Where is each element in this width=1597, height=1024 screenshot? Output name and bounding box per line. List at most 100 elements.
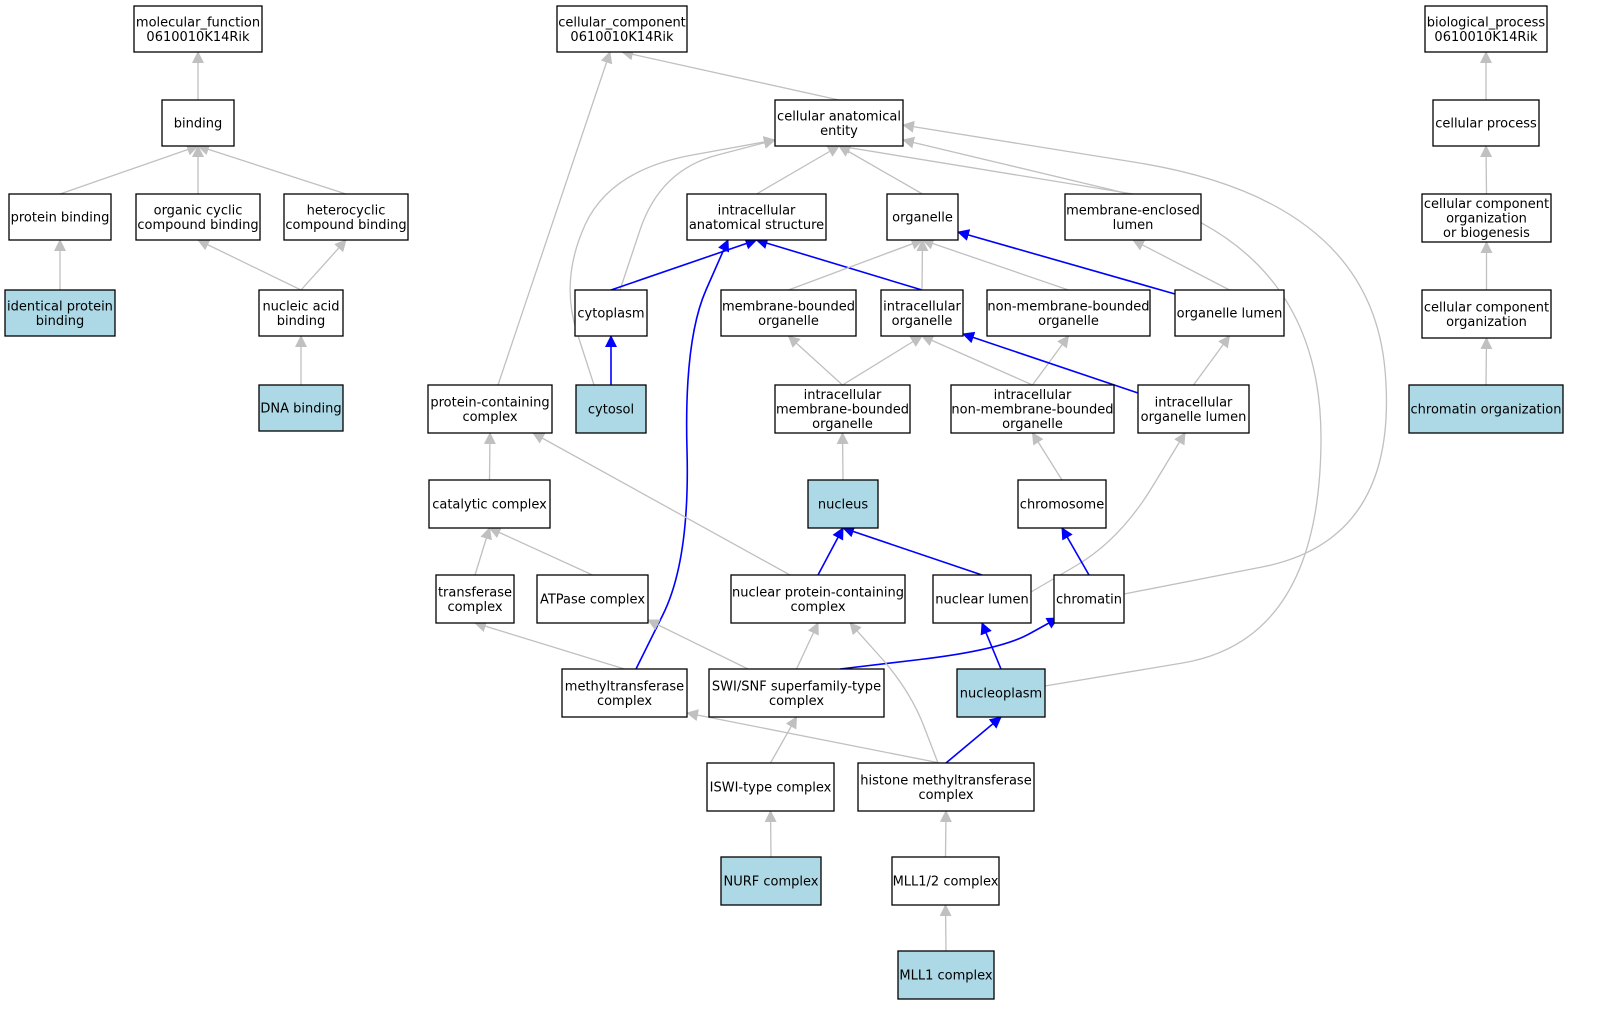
node-label-line: organelle lumen bbox=[1177, 307, 1283, 322]
node-box bbox=[258, 384, 344, 432]
node-label-line: catalytic complex bbox=[432, 498, 547, 513]
node-box bbox=[774, 384, 911, 434]
go-term-node-organelle[interactable]: organelle bbox=[886, 193, 959, 241]
node-box bbox=[1053, 574, 1125, 624]
node-box bbox=[886, 193, 959, 241]
node-label-line: organelle bbox=[758, 314, 819, 329]
node-label-line: intracellular bbox=[1155, 395, 1233, 410]
node-label-line: molecular_function bbox=[136, 15, 260, 30]
go-term-node-mll12[interactable]: MLL1/2 complex bbox=[891, 856, 1000, 906]
go-term-node-chromatin-org[interactable]: chromatin organization bbox=[1408, 384, 1564, 434]
edge-nucleic_acid-to-organic_cyclic-is-a bbox=[197, 239, 302, 291]
node-label-line: cellular process bbox=[1435, 117, 1537, 132]
edge-iswi-to-swisnf-is-a bbox=[769, 716, 798, 764]
node-box bbox=[161, 99, 235, 147]
go-term-node-inmbo[interactable]: intracellularnon-membrane-boundedorganel… bbox=[950, 384, 1115, 434]
edge-mll1-to-mll12-is-a bbox=[939, 904, 952, 952]
node-box bbox=[720, 289, 857, 337]
go-term-node-nlumen[interactable]: nuclear lumen bbox=[932, 574, 1032, 624]
node-label-line: transferase bbox=[438, 585, 512, 600]
node-label-line: compound binding bbox=[285, 218, 406, 233]
edge-mll12-to-hmtc-is-a bbox=[939, 810, 952, 858]
node-label-line: anatomical structure bbox=[689, 218, 824, 233]
node-label-line: 0610010K14Rik bbox=[570, 30, 674, 45]
node-box bbox=[956, 668, 1046, 718]
node-box bbox=[4, 289, 116, 337]
node-label-line: intracellular bbox=[994, 388, 1072, 403]
node-label-line: SWI/SNF superfamily-type bbox=[712, 679, 881, 694]
node-box bbox=[133, 5, 263, 53]
go-term-node-nurf[interactable]: NURF complex bbox=[720, 856, 822, 906]
go-term-node-nucleus[interactable]: nucleus bbox=[807, 479, 879, 529]
node-label-line: complex bbox=[769, 694, 824, 709]
node-label-line: nucleus bbox=[818, 498, 868, 513]
node-label-line: complex bbox=[918, 788, 973, 803]
edge-olumen-to-mel-is-a bbox=[1132, 239, 1230, 291]
go-term-node-cytosol[interactable]: cytosol bbox=[575, 384, 647, 434]
go-term-node-atpase[interactable]: ATPase complex bbox=[536, 574, 649, 624]
go-term-node-protein-binding[interactable]: protein binding bbox=[8, 193, 112, 241]
go-term-node-iswi[interactable]: ISWI-type complex bbox=[706, 762, 835, 812]
edge-cytosol-to-cae-is-a bbox=[569, 136, 776, 386]
go-term-node-binding[interactable]: binding bbox=[161, 99, 235, 147]
node-box bbox=[556, 5, 688, 53]
node-box bbox=[1421, 289, 1552, 339]
node-label-line: membrane-enclosed bbox=[1066, 203, 1200, 218]
node-label-line: heterocyclic bbox=[307, 203, 386, 218]
go-term-node-chromatin[interactable]: chromatin bbox=[1053, 574, 1125, 624]
edge-nucleus-to-imbo-is-a bbox=[836, 432, 849, 481]
go-term-node-dna-binding[interactable]: DNA binding bbox=[258, 384, 344, 432]
edge-heterocyclic-to-binding-is-a bbox=[197, 143, 347, 195]
go-term-node-nucleoplasm[interactable]: nucleoplasm bbox=[956, 668, 1046, 718]
node-box bbox=[427, 384, 553, 434]
node-label-line: nuclear lumen bbox=[935, 593, 1028, 608]
node-label-line: cytosol bbox=[588, 403, 634, 418]
node-label-line: organization bbox=[1446, 315, 1527, 330]
node-box bbox=[575, 384, 647, 434]
edge-swisnf-to-npcc-is-a bbox=[795, 622, 819, 670]
node-label-line: nuclear protein-containing bbox=[732, 585, 904, 600]
go-term-node-cytoplasm[interactable]: cytoplasm bbox=[574, 289, 648, 337]
go-term-node-chromosome[interactable]: chromosome bbox=[1017, 479, 1107, 529]
node-box bbox=[880, 289, 964, 337]
node-label-line: intracellular bbox=[718, 203, 796, 218]
go-term-node-olumen[interactable]: organelle lumen bbox=[1174, 289, 1285, 337]
go-term-node-cellular-process[interactable]: cellular process bbox=[1432, 99, 1540, 147]
node-label-line: cellular_component bbox=[558, 15, 686, 30]
node-label-line: cellular anatomical bbox=[777, 109, 901, 124]
go-term-node-catalytic[interactable]: catalytic complex bbox=[428, 479, 551, 529]
go-term-node-mll1[interactable]: MLL1 complex bbox=[897, 950, 995, 1000]
node-label-line: complex bbox=[447, 600, 502, 615]
node-label-line: MLL1/2 complex bbox=[893, 875, 999, 890]
node-box bbox=[536, 574, 649, 624]
edge-protein_binding-to-binding-is-a bbox=[59, 143, 199, 195]
node-label-line: binding bbox=[174, 117, 222, 132]
node-box bbox=[1017, 479, 1107, 529]
edge-cae-to-cc_root-is-a bbox=[621, 48, 840, 101]
node-label-line: ATPase complex bbox=[540, 593, 645, 608]
